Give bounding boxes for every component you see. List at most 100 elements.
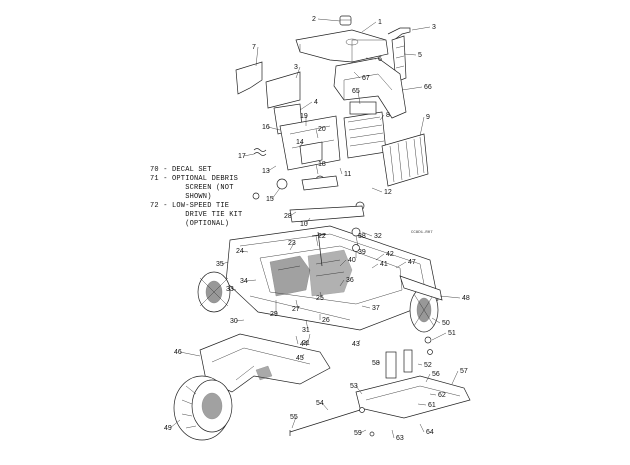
callout-label: 37: [372, 305, 380, 312]
leader-line: [357, 339, 361, 345]
leader-line: [361, 21, 377, 33]
callout-label: 46: [174, 349, 182, 356]
callout: 31: [302, 319, 310, 334]
leader-line: [289, 211, 297, 217]
leader-line: [299, 101, 313, 111]
callout-label: 67: [362, 75, 370, 82]
callout: 26: [319, 314, 330, 324]
leader-line: [371, 187, 383, 193]
leader-line: [419, 423, 425, 433]
callout-label: 65: [352, 88, 360, 95]
callout: 48: [439, 295, 470, 302]
leader-line: [243, 153, 255, 157]
callout: 44: [295, 335, 308, 348]
callout: 59: [354, 429, 367, 437]
callout-label: 59: [354, 430, 362, 437]
callout: 11: [339, 167, 351, 178]
leader-line: [295, 335, 299, 345]
callout: 50: [431, 317, 450, 327]
callout-label: 50: [442, 320, 450, 327]
leader-line: [339, 167, 343, 175]
callout-label: 58: [372, 360, 380, 367]
small-hardware: [369, 336, 433, 437]
leader-line: [289, 242, 295, 251]
callout: 17: [238, 153, 255, 160]
callout-label: 17: [238, 153, 246, 160]
callout: 35: [216, 261, 229, 268]
leader-line: [295, 66, 301, 79]
callout-label: 31: [302, 327, 310, 334]
legend-item: 71 - OPTIONAL DEBRIS SCREEN (NOT SHOWN): [150, 175, 239, 201]
leader-line: [395, 261, 407, 269]
callout-label: 4: [314, 99, 318, 106]
leader-line: [299, 141, 303, 149]
callout-label: 27: [292, 306, 300, 313]
callout: 56: [425, 371, 440, 383]
leader-line: [411, 26, 431, 31]
callout-label: 23: [288, 240, 296, 247]
callout: 7: [252, 44, 259, 67]
steering-column: [311, 227, 361, 267]
legend-item: 72 - LOW-SPEED TIE DRIVE TIE KIT (OPTION…: [150, 202, 243, 228]
callout: 43: [352, 339, 361, 348]
callout-label: 26: [322, 317, 330, 324]
callout: 45: [296, 353, 305, 362]
callout-label: 30: [230, 318, 238, 325]
drawing-reference-code: CC8D1-R07: [411, 231, 433, 235]
leader-line: [319, 291, 323, 299]
callout: 29: [270, 300, 278, 318]
callout: 15: [266, 187, 281, 203]
callout: 3: [294, 64, 301, 79]
callout: 27: [292, 299, 300, 313]
leader-line: [295, 299, 299, 310]
leader-line: [315, 163, 319, 175]
leader-line: [377, 361, 381, 364]
parts-legend: 70 - DECAL SET 71 - OPTIONAL DEBRIS SCRE…: [150, 166, 270, 229]
leader-line: [431, 317, 441, 324]
callout: 1: [361, 19, 382, 33]
callout-label: 56: [432, 371, 440, 378]
callout: 10: [300, 217, 311, 228]
callout: 4: [299, 99, 318, 111]
leader-line: [179, 351, 201, 357]
leader-line: [403, 53, 417, 56]
callout-label: 9: [426, 114, 430, 121]
callout-label: 7: [252, 44, 256, 51]
callout: 28: [284, 211, 297, 220]
leader-line: [339, 279, 345, 287]
callout-label: 35: [216, 261, 224, 268]
callout: 20: [315, 126, 326, 139]
leader-line: [245, 279, 257, 282]
leader-line: [305, 217, 311, 225]
front-bumper: [399, 275, 443, 301]
drive-rod: [289, 407, 365, 436]
callout: 5: [403, 52, 422, 59]
leader-line: [339, 259, 347, 267]
leader-line: [317, 18, 341, 22]
leader-line: [417, 363, 423, 366]
leader-line: [169, 419, 181, 429]
callout: 9: [419, 114, 430, 137]
callout: 36: [339, 277, 354, 287]
callout-label: 11: [344, 171, 351, 178]
callout: 61: [417, 402, 436, 409]
left-front-wheel: [197, 271, 231, 313]
callout: 30: [230, 318, 245, 325]
leader-line: [429, 393, 437, 396]
callout: 12: [371, 187, 392, 196]
callout-label: 2: [312, 16, 316, 23]
callout: 46: [174, 349, 201, 357]
leader-line: [355, 385, 363, 395]
callout: 54: [316, 400, 329, 411]
callout: 64: [419, 423, 434, 436]
callout-label: 25: [316, 295, 324, 302]
callout-label: 15: [266, 196, 274, 203]
callout: 55: [290, 414, 298, 429]
callout-label: 36: [346, 277, 354, 284]
leader-line: [359, 429, 367, 434]
callout: 42: [375, 251, 394, 261]
callout-label: 28: [284, 213, 292, 220]
callout: 21: [302, 333, 311, 347]
rear-tire: [173, 375, 233, 441]
